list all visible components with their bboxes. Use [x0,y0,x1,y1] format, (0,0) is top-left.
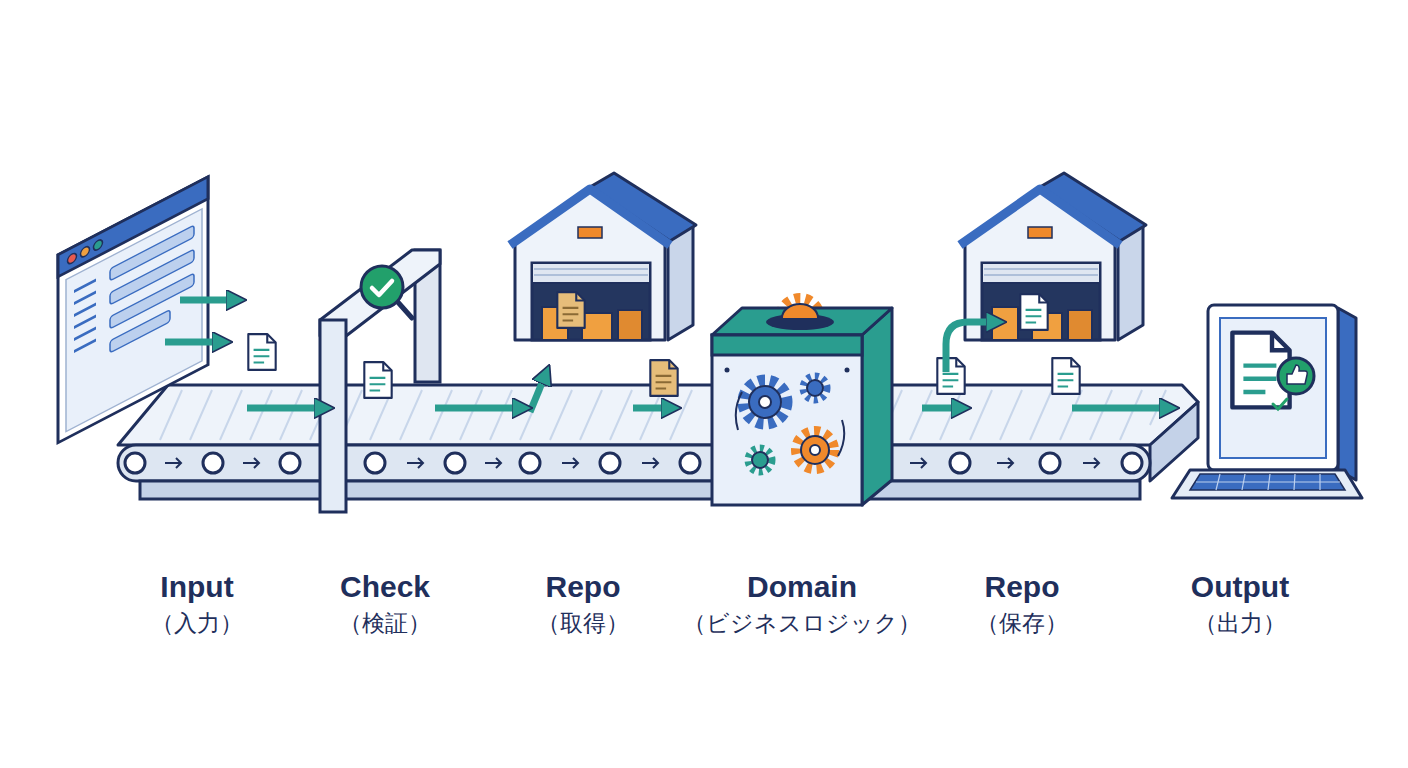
machine-band [712,335,862,355]
stage-description: （出力） [1194,606,1286,640]
keyboard [1190,474,1345,490]
gear [801,436,829,464]
scanner-handle [396,300,412,318]
window-dot [81,245,90,259]
window-content [66,209,202,432]
laptop-side [1338,308,1356,480]
stage-node: Repo（取得） [533,170,633,645]
stage-node: Input（入力） [147,170,247,645]
gear [807,380,823,396]
laptop-screen [1208,305,1338,470]
motion-marks [736,392,845,456]
stage-node: Check（検証） [335,170,435,645]
stored-document [1020,294,1047,330]
stage-name: Repo [546,568,621,606]
belt-stripes [160,390,1166,440]
document [1052,358,1079,394]
document [937,358,964,394]
window-dot [94,238,103,252]
flow-arrow [247,405,320,412]
rivet [725,368,730,373]
keyboard-keys [1196,474,1340,490]
window-frame [58,177,208,443]
warehouse [510,173,696,340]
stage-description: （ビジネスロジック） [683,606,921,640]
roller-arrows [165,458,1099,468]
flow-arrow [633,405,667,412]
gate-post [320,320,346,512]
flow-arrow [922,405,957,412]
stage-name: Output [1191,568,1289,606]
approval-badge [1278,358,1314,394]
gear-teeth [743,380,787,424]
stage-description: （検証） [339,606,431,640]
gear-hub [810,445,820,455]
laptop-base [1172,470,1362,498]
flow-arrow [435,405,518,412]
stage-name: Input [160,568,233,606]
top-gear-visible [782,304,818,318]
sidebar-lines [74,280,96,351]
stage-description: （取得） [537,606,629,640]
stage-name: Domain [747,568,857,606]
gear [752,452,768,468]
gear-teeth [796,431,834,469]
belt-rollers [125,453,1142,473]
flow-arrow [1072,405,1165,412]
stage-description: （入力） [151,606,243,640]
belt-base [140,481,1140,499]
machine-side [862,308,892,505]
document [364,362,391,398]
gear-teeth [803,376,827,400]
warehouse [960,173,1146,340]
input-arrow [180,297,232,304]
document [650,360,677,396]
stage-name: Check [340,568,430,606]
rivet [845,368,850,373]
fetch-arrow [530,378,544,412]
stage-node: Domain（ビジネスロジック） [682,170,922,645]
stage-node: Output（出力） [1180,170,1300,645]
gear-teeth [748,448,772,472]
stored-document [557,292,584,328]
screen-panel [1220,318,1326,458]
window-dot [68,252,77,266]
document [248,334,275,370]
check-mark [372,281,392,295]
form-field [110,310,170,353]
browser-window [58,177,208,443]
input-arrow [165,339,218,346]
stage-node: Repo（保存） [972,170,1072,645]
gear [749,386,781,418]
gear-hub [759,396,771,408]
small-check [1273,399,1287,409]
check-badge [361,266,403,308]
save-arrow [946,322,992,372]
stage-name: Repo [985,568,1060,606]
stage-description: （保存） [976,606,1068,640]
machine-front [712,335,862,505]
belt-front [118,445,1150,481]
thumbs-up [1287,365,1307,384]
